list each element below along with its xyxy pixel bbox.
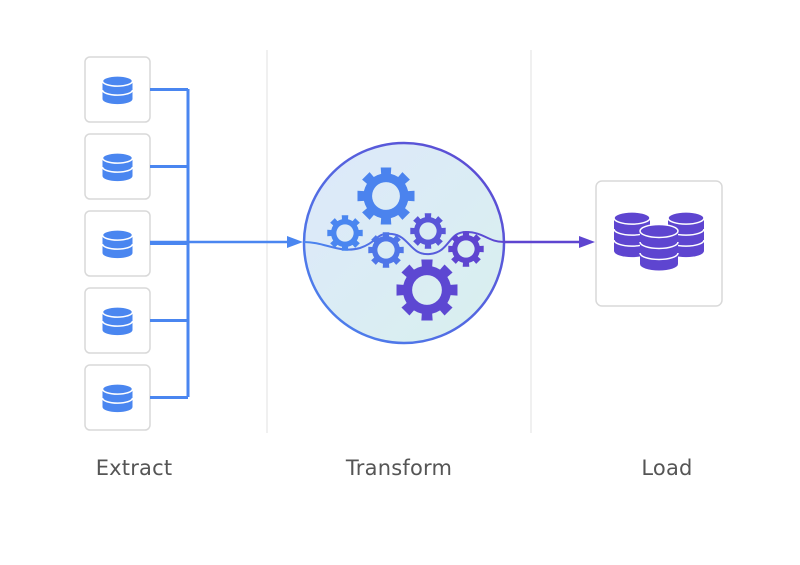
gear-icon xyxy=(368,232,404,268)
database-icon xyxy=(101,306,134,336)
source-item xyxy=(84,287,188,354)
source-item xyxy=(84,133,188,200)
database-icon xyxy=(639,223,679,271)
database-icon xyxy=(613,211,651,258)
load-arrow-head xyxy=(579,236,595,248)
database-icon xyxy=(101,75,134,105)
gear-icon xyxy=(357,167,415,225)
database-icon xyxy=(101,152,134,182)
source-item xyxy=(84,364,188,431)
source-item xyxy=(84,56,188,123)
database-icon xyxy=(101,229,134,259)
extract-sources xyxy=(84,56,188,431)
stage-label-transform: Transform xyxy=(345,456,453,480)
gears-icon xyxy=(327,167,484,321)
database-icon xyxy=(101,383,134,413)
gear-icon xyxy=(410,213,446,249)
gear-icon xyxy=(396,259,458,321)
stage-label-load: Load xyxy=(641,456,693,480)
extract-arrow-head xyxy=(287,236,303,248)
stage-label-extract: Extract xyxy=(95,456,173,480)
transform-wave xyxy=(303,230,505,256)
source-item xyxy=(84,210,188,277)
gear-icon xyxy=(448,231,484,267)
gear-icon xyxy=(327,215,363,251)
database-cluster-icon xyxy=(613,211,705,271)
